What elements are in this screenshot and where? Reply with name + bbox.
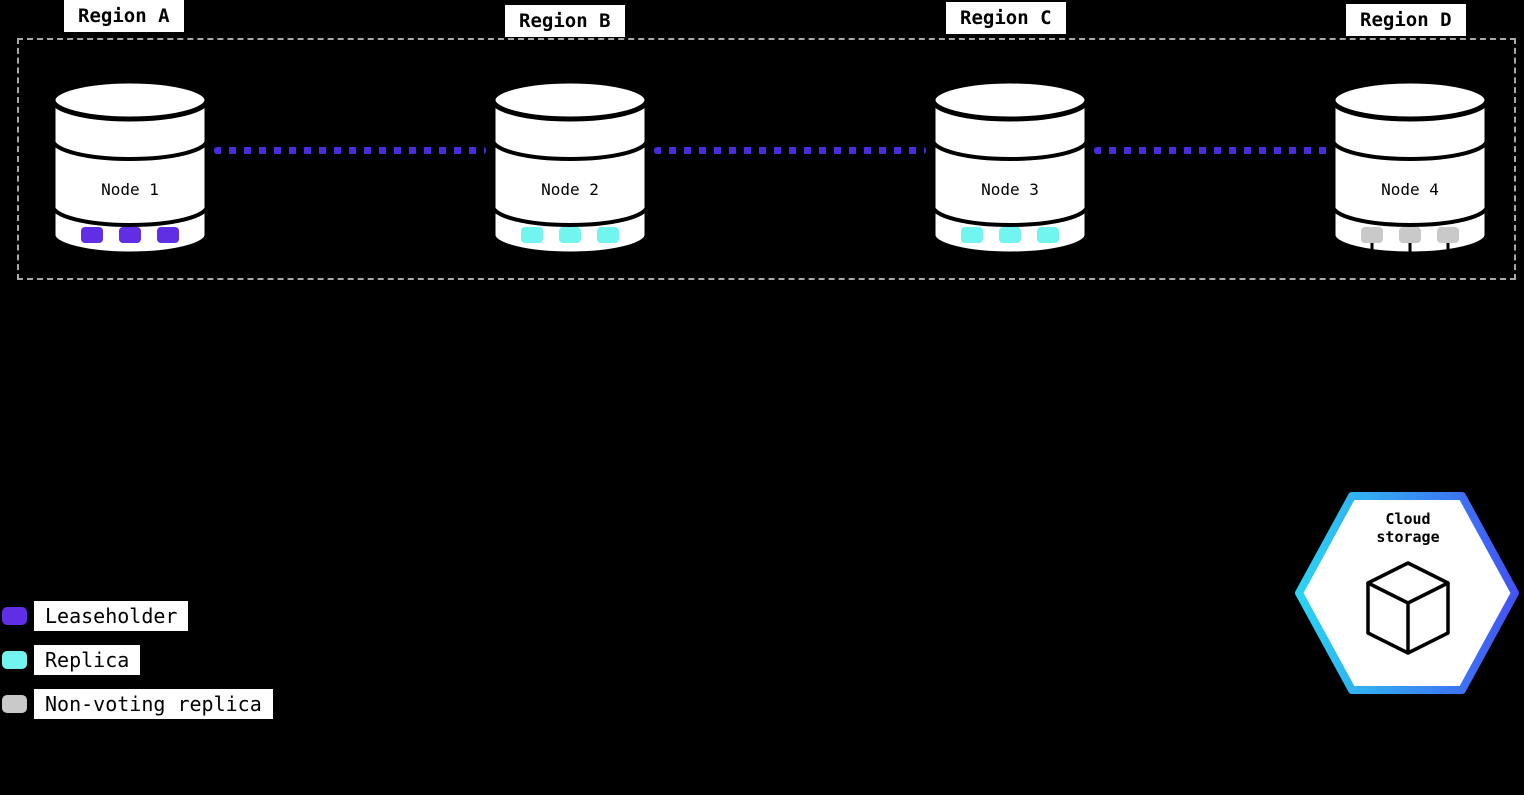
link-node1-node2: [214, 147, 486, 154]
database-cylinder-icon: Node 3: [930, 78, 1090, 257]
cloud-storage-label-line1: Cloud: [1385, 510, 1430, 528]
cloud-storage-label-line2: storage: [1376, 528, 1439, 546]
leaseholder-swatch-icon: [2, 607, 27, 625]
node-3-replica-pellets: [961, 227, 1059, 243]
cluster-boundary: [17, 38, 1516, 280]
legend-label: Non-voting replica: [34, 689, 273, 719]
node-1: Node 1: [50, 78, 210, 268]
node-3: Node 3: [930, 78, 1090, 268]
legend-item-replica: Replica: [2, 645, 273, 675]
cloud-storage: Cloud storage: [1294, 490, 1522, 702]
node-3-label: Node 3: [981, 180, 1039, 199]
database-cylinder-icon: Node 4: [1330, 78, 1490, 266]
region-b-label: Region B: [505, 5, 625, 37]
node-2: Node 2: [490, 78, 650, 268]
node-2-label: Node 2: [541, 180, 599, 199]
database-cylinder-icon: Node 1: [50, 78, 210, 257]
legend-item-leaseholder: Leaseholder: [2, 601, 273, 631]
cube-icon: [1366, 561, 1450, 655]
region-a-label: Region A: [64, 0, 184, 32]
node-4-label: Node 4: [1381, 180, 1439, 199]
nonvoting-replica-swatch-icon: [2, 695, 27, 713]
cloud-storage-hexagon-icon: Cloud storage: [1295, 492, 1519, 694]
legend: Leaseholder Replica Non-voting replica: [2, 601, 273, 733]
node-1-leaseholder-pellets: [81, 227, 179, 243]
legend-label: Replica: [34, 645, 141, 675]
region-c-label: Region C: [946, 2, 1066, 34]
node-2-replica-pellets: [521, 227, 619, 243]
node-4: Node 4: [1330, 78, 1490, 268]
legend-label: Leaseholder: [34, 601, 189, 631]
replica-swatch-icon: [2, 651, 27, 669]
link-node2-node3: [654, 147, 926, 154]
node-4-nonvoting-pellets: [1361, 227, 1459, 243]
link-node3-node4: [1094, 147, 1330, 154]
legend-item-nonvoting-replica: Non-voting replica: [2, 689, 273, 719]
database-cylinder-icon: Node 2: [490, 78, 650, 257]
region-d-label: Region D: [1346, 4, 1466, 36]
node-1-label: Node 1: [101, 180, 159, 199]
